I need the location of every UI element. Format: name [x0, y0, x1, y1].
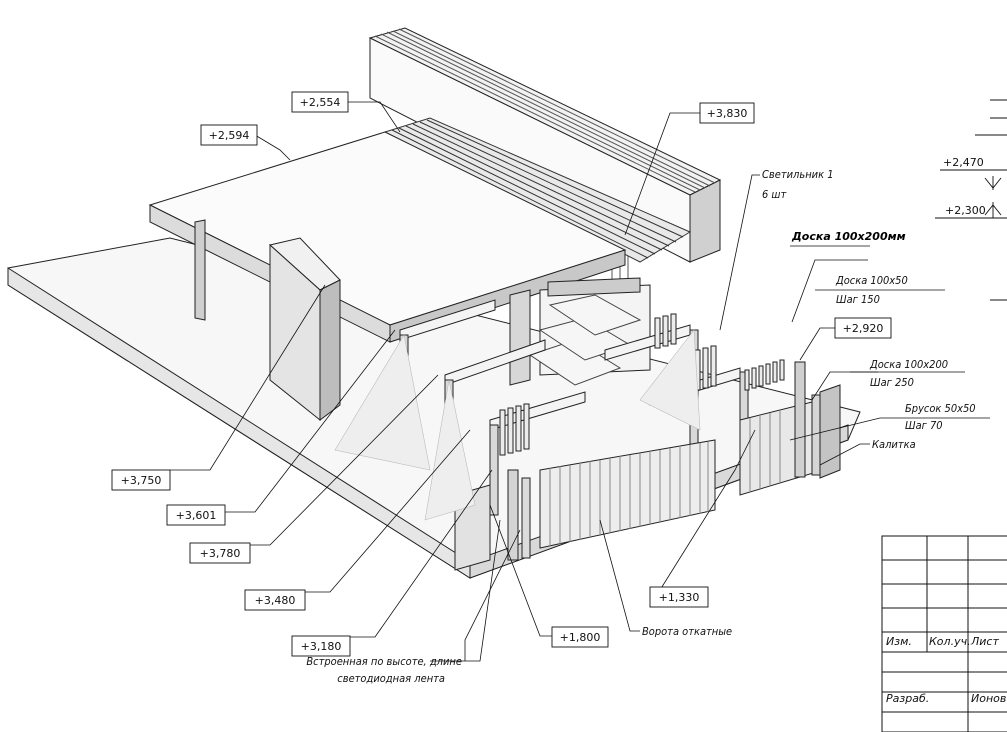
- tag-3830: +3,830: [699, 102, 755, 124]
- tb-name: Ионов: [971, 692, 1006, 705]
- board200-label-2: Шаг 250: [870, 376, 914, 389]
- pergola-slats: [383, 117, 692, 263]
- lamp-label-1: Светильник 1: [762, 168, 834, 181]
- tag-3480-text: +3,480: [255, 594, 296, 607]
- tag-3180: +3,180: [291, 635, 351, 657]
- tb-koluch: Кол.уч.: [929, 635, 971, 648]
- tag-3830-text: +3,830: [707, 107, 748, 120]
- side-level-marks: +2,470 +2,300: [935, 99, 1007, 301]
- tag-2594-text: +2,594: [209, 129, 250, 142]
- right-fence: [739, 361, 841, 496]
- sliding-gate: [539, 439, 716, 549]
- gates-label: Ворота откатные: [642, 625, 732, 638]
- tag-3780-text: +3,780: [200, 547, 241, 560]
- mark-2470: +2,470: [943, 156, 984, 169]
- tag-1800: +1,800: [551, 626, 609, 648]
- level-tags: +2,554 +2,594 +3,830 +2,920 +3,750 +3,60…: [111, 91, 892, 657]
- tag-1330: +1,330: [649, 586, 709, 608]
- tag-2554-text: +2,554: [300, 96, 341, 109]
- lamp-label-2: 6 шт: [762, 188, 786, 201]
- led-label-1: Встроенная по высоте, длине: [306, 655, 462, 668]
- tag-1330-text: +1,330: [659, 591, 700, 604]
- tag-2920-text: +2,920: [843, 322, 884, 335]
- tag-2554: +2,554: [291, 91, 349, 113]
- tb-razrab: Разраб.: [886, 692, 929, 705]
- board200-label-1: Доска 100х200: [869, 358, 948, 371]
- tb-izm: Изм.: [886, 635, 912, 648]
- tag-3750-text: +3,750: [121, 474, 162, 487]
- light-cones: [334, 329, 701, 521]
- title-block: Изм. Кол.уч. Лист Разраб. Ионов: [881, 535, 1007, 732]
- leader-lines: [170, 101, 990, 662]
- tag-3180-text: +3,180: [301, 640, 342, 653]
- wicket-label: Калитка: [872, 438, 916, 451]
- callouts: Светильник 1 6 шт Доска 100х200мм Доска …: [306, 168, 975, 685]
- beam-label-2: Шаг 70: [905, 419, 943, 432]
- board50-label-1: Доска 100х50: [835, 274, 908, 287]
- tb-list: Лист: [970, 635, 999, 648]
- board50-label-2: Шаг 150: [836, 293, 880, 306]
- tag-3601: +3,601: [166, 504, 226, 526]
- tag-1800-text: +1,800: [560, 631, 601, 644]
- led-label-2: светодиодная лента: [337, 672, 445, 685]
- tag-3601-text: +3,601: [176, 509, 217, 522]
- tag-3750: +3,750: [111, 469, 171, 491]
- tag-2920: +2,920: [834, 317, 892, 339]
- mark-2300: +2,300: [945, 204, 986, 217]
- board-bold-label: Доска 100х200мм: [791, 230, 906, 243]
- beam-label-1: Брусок 50х50: [905, 402, 976, 415]
- tag-3480: +3,480: [244, 589, 306, 611]
- tag-2594: +2,594: [200, 124, 258, 146]
- tag-3780: +3,780: [189, 542, 251, 564]
